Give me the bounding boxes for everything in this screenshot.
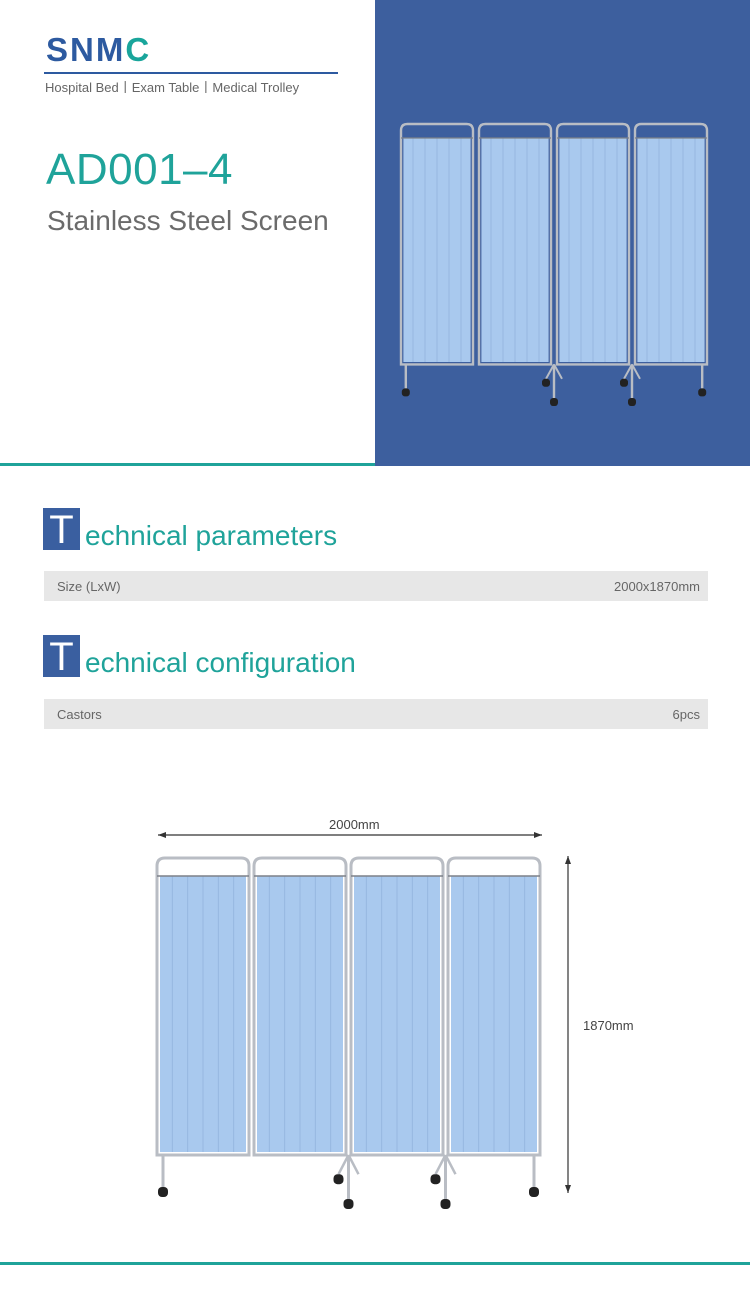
- logo-underline: [44, 72, 338, 74]
- height-label: 1870mm: [583, 1018, 634, 1033]
- hero-product-image: [375, 0, 750, 466]
- section-divider: [0, 463, 375, 466]
- brand-tagline: Hospital Bed丨Exam Table丨Medical Trolley: [45, 80, 300, 95]
- screen-frame: [633, 122, 709, 366]
- spec-key: Castors: [57, 707, 102, 722]
- brand-logo: SNMC: [46, 33, 151, 66]
- castor-wheel: [401, 388, 410, 397]
- castor-wheel: [698, 388, 707, 397]
- castor-wheel: [529, 1187, 539, 1197]
- castor-wheel: [430, 1174, 441, 1185]
- spec-row: Castors 6pcs: [44, 699, 708, 729]
- screen-illustration-hero: [399, 122, 709, 406]
- product-model: AD001–4: [46, 145, 233, 194]
- screen-frame: [399, 122, 475, 366]
- footer-divider: [0, 1262, 750, 1265]
- spec-row: Size (LxW) 2000x1870mm: [44, 571, 708, 601]
- screen-frame: [155, 856, 251, 1157]
- castor-wheel: [620, 378, 628, 387]
- dimension-diagram: [155, 832, 571, 1209]
- product-name: Stainless Steel Screen: [47, 205, 329, 236]
- section-initial-box: T: [43, 508, 80, 552]
- screen-frame: [349, 856, 445, 1157]
- screen-illustration-dimensions: [155, 832, 571, 1209]
- castor-wheel: [343, 1199, 354, 1209]
- castor-wheel: [333, 1174, 344, 1185]
- castor-wheel: [628, 398, 636, 406]
- spec-value: 6pcs: [672, 707, 700, 722]
- screen-frame: [446, 856, 542, 1157]
- castor-wheel: [440, 1199, 451, 1209]
- castor-wheel: [542, 378, 550, 387]
- logo-text: SNM: [46, 31, 126, 68]
- screen-frame: [477, 122, 553, 366]
- screen-frame: [252, 856, 348, 1157]
- logo-ring-letter: C: [125, 31, 152, 68]
- section-initial-box: T: [43, 635, 80, 679]
- screen-frame: [555, 122, 631, 366]
- section-title-configuration: echnical configuration: [85, 647, 356, 678]
- castor-wheel: [158, 1187, 168, 1197]
- spec-value: 2000x1870mm: [614, 579, 700, 594]
- width-label: 2000mm: [329, 817, 380, 832]
- spec-key: Size (LxW): [57, 579, 121, 594]
- section-title-parameters: echnical parameters: [85, 520, 338, 551]
- castor-wheel: [550, 398, 558, 406]
